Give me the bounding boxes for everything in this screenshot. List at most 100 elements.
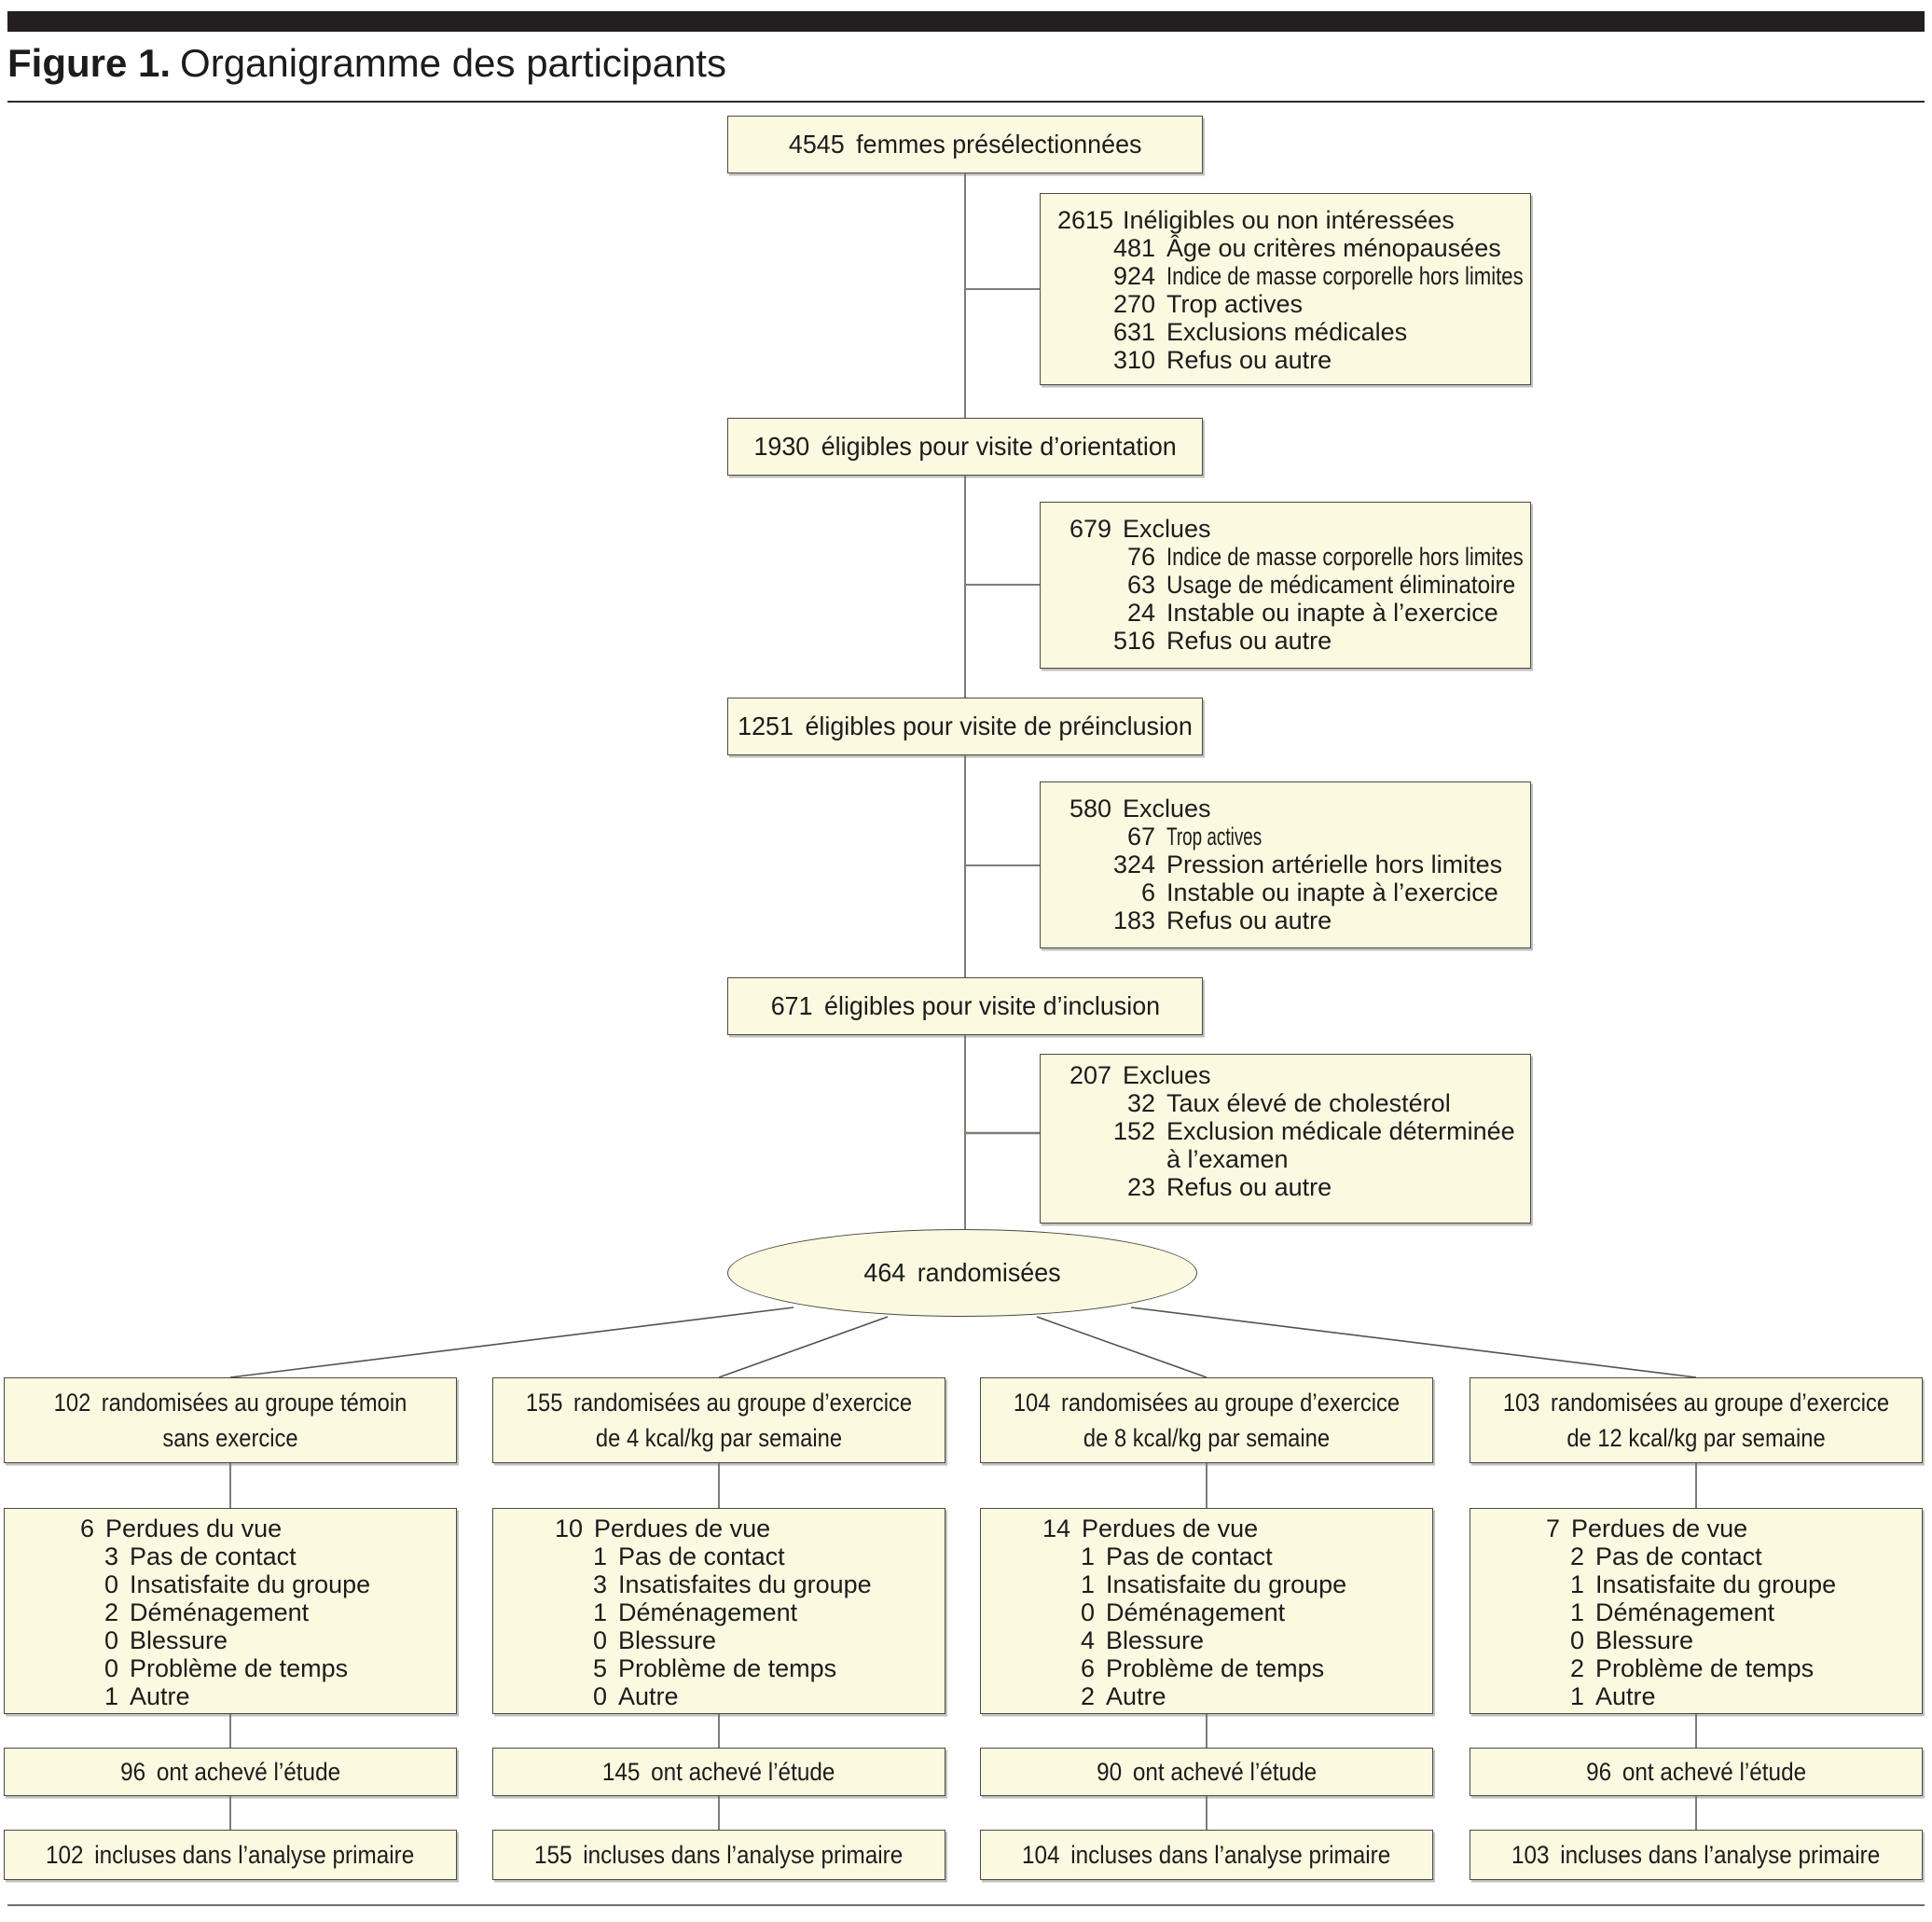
exclusion-item-count: 67	[1126, 823, 1155, 850]
lost-item-label: Insatisfaite du groupe	[1595, 1570, 1837, 1598]
spine-box-orientation-eligible: 1930 éligibles pour visite d’orientation	[727, 418, 1203, 476]
arm-header-text: randomisées au groupe d’exercice	[573, 1389, 913, 1417]
lost-item-count: 0	[104, 1654, 118, 1682]
spine-count: 1251	[738, 712, 794, 740]
lost-item-count: 6	[1080, 1654, 1095, 1682]
lost-item-label: Insatisfaite du groupe	[130, 1570, 371, 1598]
exclusion-item-count: 631	[1112, 318, 1155, 346]
bottom-divider	[7, 1904, 1925, 1906]
analyzed-count: 102	[46, 1840, 84, 1869]
lost-item-count: 4	[1080, 1626, 1095, 1654]
spine-label: éligibles pour visite d’orientation	[821, 432, 1177, 461]
lost-item-label: Déménagement	[1106, 1598, 1286, 1626]
exclusion-label: Exclues	[1123, 795, 1211, 823]
lost-count: 7	[1545, 1514, 1560, 1542]
exclusion-item-count: 32	[1126, 1089, 1155, 1117]
arm-count: 155	[525, 1389, 563, 1417]
lost-item-count: 3	[592, 1570, 607, 1598]
exclusion-item-count: 183	[1112, 906, 1155, 934]
exclusion-item-count: 516	[1112, 627, 1155, 655]
arm-header-text: randomisées au groupe d’exercice	[1060, 1389, 1401, 1417]
lost-item-label: Autre	[130, 1682, 190, 1710]
lost-item-label: Blessure	[1106, 1626, 1205, 1654]
lost-item-count: 5	[592, 1654, 607, 1682]
exclusion-item-label: Indice de masse corporelle hors limites	[1166, 543, 1524, 571]
exclusion-count: 679	[1069, 515, 1111, 543]
exclusion-count: 2615	[1057, 206, 1114, 234]
exclusion-item-count: 481	[1112, 234, 1155, 262]
arm-header-line1: 102 randomisées au groupe témoin	[32, 1385, 429, 1420]
exclusion-item-label: Pression artérielle hors limites	[1166, 850, 1503, 878]
spine-count: 1930	[753, 432, 810, 461]
lost-item-count: 0	[592, 1626, 607, 1654]
exclusion-item-label: Instable ou inapte à l’exercice	[1166, 878, 1498, 906]
exclusion-label: Exclues	[1123, 1061, 1211, 1089]
arm-header-line2: de 4 kcal/kg par semaine	[595, 1424, 843, 1452]
completed-label: ont achevé l’étude	[1622, 1757, 1806, 1786]
analyzed-count: 155	[534, 1840, 573, 1869]
lost-item-count: 1	[592, 1598, 607, 1626]
lost-item-count: 0	[104, 1626, 118, 1654]
arm-2-header-box: 155 randomisées au groupe d’exercice de 4…	[492, 1377, 945, 1463]
lost-item-label: Autre	[1106, 1682, 1166, 1710]
exclusion-item-label: Trop actives	[1166, 823, 1263, 850]
completed-count: 90	[1097, 1757, 1123, 1786]
arm-count: 102	[53, 1389, 91, 1417]
exclusion-item-count: 6	[1140, 878, 1155, 906]
lost-item-label: Pas de contact	[1106, 1542, 1273, 1570]
lost-item-label: Problème de temps	[1106, 1654, 1325, 1682]
completed-count: 145	[602, 1757, 641, 1786]
lost-item-label: Autre	[1595, 1682, 1656, 1710]
exclusion-label: Exclues	[1123, 515, 1211, 543]
exclusion-item-count: 324	[1112, 850, 1155, 878]
lost-count: 10	[554, 1514, 583, 1542]
lost-item-count: 0	[104, 1570, 118, 1598]
lost-item-count: 0	[1080, 1598, 1095, 1626]
exclusion-item-count: 63	[1126, 571, 1155, 599]
figure-caption: Organigramme des participants	[180, 41, 726, 85]
lost-item-label: Insatisfaites du groupe	[618, 1570, 872, 1598]
arm-header-text: randomisées au groupe d’exercice	[1550, 1389, 1890, 1417]
lost-item-label: Déménagement	[618, 1598, 798, 1626]
arm-2-lost-box: 10 Perdues de vue 1 Pas de contact 3 Insati…	[492, 1508, 945, 1714]
exclusion-label: Inéligibles ou non intéressées	[1123, 206, 1455, 234]
completed-count: 96	[120, 1757, 146, 1786]
spine-count: 4545	[788, 130, 845, 159]
lost-item-label: Pas de contact	[618, 1542, 785, 1570]
lost-item-count: 0	[1569, 1626, 1584, 1654]
lost-item-count: 0	[592, 1682, 607, 1710]
lost-item-label: Pas de contact	[1595, 1542, 1762, 1570]
lost-item-count: 1	[1569, 1598, 1584, 1626]
completed-count: 96	[1586, 1757, 1612, 1786]
arm-header-text: randomisées au groupe témoin	[101, 1389, 407, 1417]
arm-header-line1: 155 randomisées au groupe d’exercice	[520, 1385, 918, 1420]
spine-label: éligibles pour visite d’inclusion	[823, 991, 1160, 1020]
lost-label: Perdues de vue	[594, 1514, 771, 1542]
exclusion-item-count: 23	[1126, 1173, 1155, 1201]
exclusion-item-label: Refus ou autre	[1166, 346, 1332, 374]
exclusion-item-label: Refus ou autre	[1166, 906, 1332, 934]
lost-item-label: Blessure	[1595, 1626, 1694, 1654]
analyzed-label: incluses dans l’analyse primaire	[1070, 1840, 1391, 1869]
lost-item-count: 2	[1080, 1682, 1095, 1710]
exclusion-item-label: Refus ou autre	[1166, 1173, 1332, 1201]
exclusion-item-count: 270	[1112, 290, 1155, 318]
lost-item-label: Déménagement	[130, 1598, 310, 1626]
lost-item-label: Problème de temps	[130, 1654, 349, 1682]
arm-header-line2: de 12 kcal/kg par semaine	[1566, 1424, 1826, 1452]
lost-item-count: 1	[1569, 1570, 1584, 1598]
completed-label: ont achevé l’étude	[156, 1757, 340, 1786]
figure-label: Figure 1.	[7, 41, 172, 85]
lost-item-label: Problème de temps	[1595, 1654, 1815, 1682]
lost-label: Perdues de vue	[1571, 1514, 1748, 1542]
